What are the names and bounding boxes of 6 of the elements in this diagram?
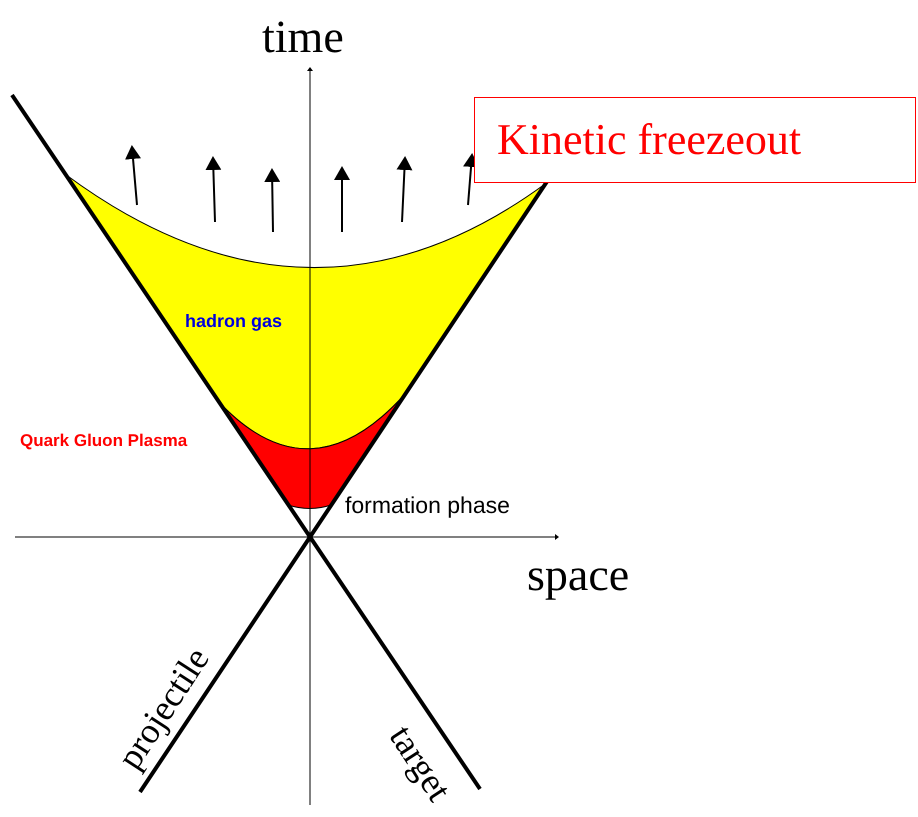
text-box: Kinetic freezeout (474, 97, 916, 183)
region-label: hadron gas (185, 312, 282, 330)
region-label: formation phase (345, 494, 510, 517)
region-label: Quark Gluon Plasma (20, 432, 188, 449)
axis-label: space (527, 552, 630, 598)
axis-label: time (262, 14, 344, 60)
